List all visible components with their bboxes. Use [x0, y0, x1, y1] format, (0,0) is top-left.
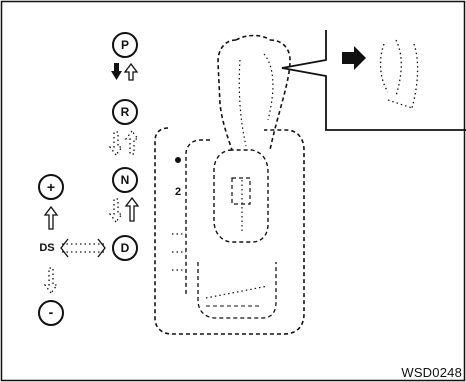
detail-pointer-arrow-icon [342, 46, 366, 70]
upshift-arrow-outline-up-icon [45, 207, 57, 229]
gate-indicator: P R N D [110, 33, 138, 260]
upshift-label: + [47, 179, 55, 195]
console-mark-2: 2 [175, 186, 181, 198]
shift-console-outline: 2 [155, 128, 304, 334]
manual-shift-indicator: + DS - [39, 175, 105, 325]
shift-arrow-outline-down-icon [110, 132, 122, 155]
gear-label-p: P [121, 38, 129, 52]
shift-arrow-outline-down-icon [110, 199, 122, 222]
shift-lever-knob [218, 36, 290, 151]
figure-code: WSD0248 [401, 365, 462, 380]
ds-connector-double-arrow-icon [61, 239, 105, 257]
gear-label-n: N [121, 173, 130, 187]
shift-gate-slot [214, 150, 268, 242]
shift-arrow-solid-down-icon [111, 63, 122, 80]
shift-arrow-outline-up-icon [126, 198, 138, 221]
shift-arrow-outline-up-icon [126, 131, 138, 154]
downshift-arrow-outline-down-icon [45, 268, 57, 293]
downshift-label: - [49, 304, 54, 320]
ds-mode-label: DS [39, 242, 54, 254]
gear-label-r: R [121, 105, 130, 119]
detail-inset [282, 30, 466, 130]
gear-label-d: D [121, 241, 130, 255]
shift-arrow-outline-up-icon [125, 64, 137, 80]
